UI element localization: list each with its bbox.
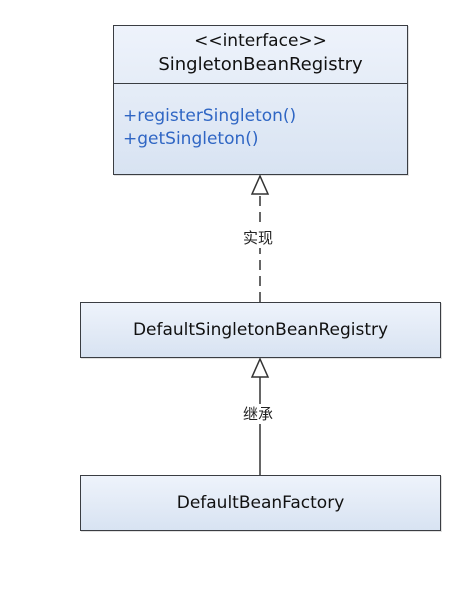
interface-stereotype: <<interface>> [194, 31, 327, 51]
method-register-singleton: +registerSingleton() [123, 106, 297, 126]
class-box-default-singleton-bean-registry: DefaultSingletonBeanRegistry [80, 302, 441, 358]
class-name-default-bean-factory: DefaultBeanFactory [176, 493, 345, 513]
class-name-default-singleton-bean-registry: DefaultSingletonBeanRegistry [132, 320, 389, 340]
interface-header: <<interface>> SingletonBeanRegistry [114, 26, 407, 84]
method-get-singleton: +getSingleton() [123, 129, 259, 149]
class-box-default-bean-factory: DefaultBeanFactory [80, 475, 441, 531]
interface-box-singleton-bean-registry: <<interface>> SingletonBeanRegistry +reg… [113, 25, 408, 175]
realization-label: 实现 [241, 228, 276, 248]
interface-methods: +registerSingleton() +getSingleton() [114, 84, 407, 151]
generalization-arrowhead [250, 357, 270, 378]
realization-arrowhead [250, 174, 270, 195]
interface-name: SingletonBeanRegistry [158, 54, 363, 75]
generalization-label: 继承 [241, 404, 276, 424]
